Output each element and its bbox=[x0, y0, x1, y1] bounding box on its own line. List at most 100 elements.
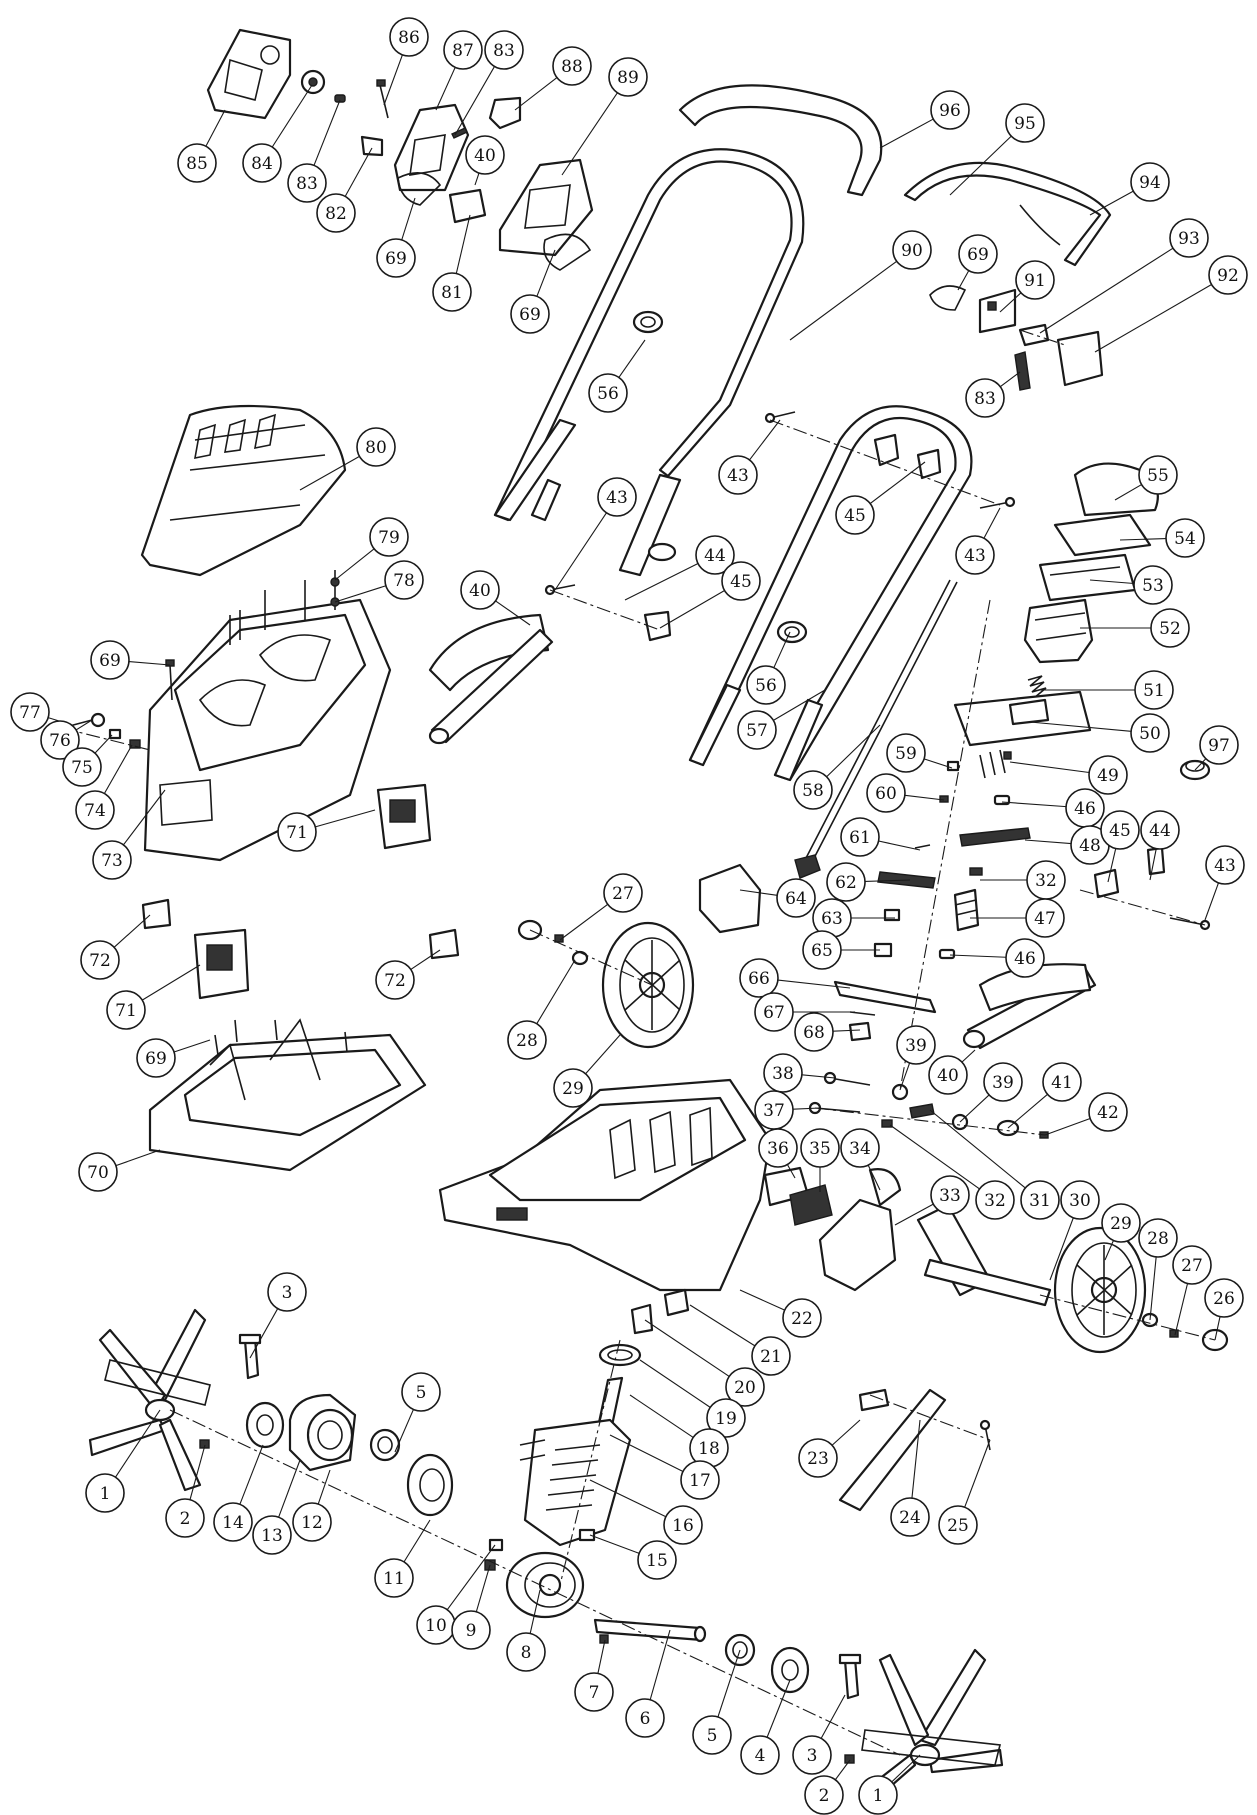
key-7 bbox=[599, 1634, 609, 1644]
callout-40: 40 bbox=[465, 135, 505, 186]
callout-leader bbox=[1049, 1217, 1074, 1281]
callout-number: 76 bbox=[49, 731, 71, 751]
callout-45: 45 bbox=[835, 461, 926, 535]
handle-bracket-40a bbox=[428, 613, 554, 745]
callout-number: 55 bbox=[1147, 466, 1169, 486]
callout-bubble bbox=[835, 495, 875, 535]
callout-leader bbox=[554, 512, 607, 591]
callout-number: 13 bbox=[261, 1526, 283, 1546]
callout-number: 78 bbox=[393, 571, 415, 591]
callout-bubble bbox=[1169, 218, 1209, 258]
callout-number: 58 bbox=[802, 781, 824, 801]
callout-bubble bbox=[1208, 255, 1248, 295]
callout-number: 20 bbox=[734, 1378, 756, 1398]
callout-leader bbox=[1001, 801, 1067, 808]
callout-89: 89 bbox=[561, 57, 648, 176]
callout-bubble bbox=[401, 1372, 441, 1412]
callout-bubble bbox=[553, 1068, 593, 1108]
callout-leader bbox=[475, 1564, 491, 1612]
callout-24: 24 bbox=[890, 1419, 930, 1537]
callout-number: 5 bbox=[707, 1726, 718, 1746]
callout-leader bbox=[334, 585, 387, 603]
callout-leader bbox=[867, 1164, 881, 1191]
callout-number: 46 bbox=[1074, 799, 1096, 819]
callout-42: 42 bbox=[1044, 1092, 1128, 1136]
callout-35: 35 bbox=[800, 1128, 840, 1192]
callout-28: 28 bbox=[1138, 1218, 1178, 1321]
switch-cover-85 bbox=[206, 28, 292, 120]
upper-handle-tube-right bbox=[618, 473, 682, 577]
callout-43: 43 bbox=[955, 507, 1001, 575]
callout-leader bbox=[832, 1029, 861, 1032]
callout-number: 27 bbox=[612, 884, 634, 904]
callout-leader bbox=[644, 1319, 730, 1377]
cap-40 bbox=[448, 188, 487, 224]
callout-leader bbox=[141, 964, 201, 1001]
washer-28a bbox=[571, 950, 589, 966]
callout-leader bbox=[514, 77, 558, 111]
nut-63 bbox=[883, 908, 901, 922]
callout-56: 56 bbox=[746, 631, 791, 705]
callout-bubble bbox=[1015, 260, 1055, 300]
callout-32: 32 bbox=[980, 860, 1066, 900]
callout-2: 2 bbox=[804, 1759, 851, 1815]
callout-bubble bbox=[80, 940, 120, 980]
bearing-housing-12 bbox=[306, 1408, 354, 1462]
callout-leader bbox=[894, 1203, 934, 1226]
callout-number: 69 bbox=[99, 651, 121, 671]
callout-40: 40 bbox=[460, 570, 531, 626]
seal-19 bbox=[598, 1343, 642, 1367]
cover-69a bbox=[397, 172, 442, 206]
callout-bubble bbox=[292, 1502, 332, 1542]
main-frame-22 bbox=[438, 1078, 772, 1292]
callout-number: 92 bbox=[1217, 266, 1239, 286]
callout-9: 9 bbox=[451, 1564, 491, 1650]
callout-leader bbox=[899, 1062, 911, 1091]
callout-29: 29 bbox=[1101, 1203, 1141, 1261]
callout-bubble bbox=[10, 692, 50, 732]
bolt-68 bbox=[848, 1021, 872, 1042]
callout-71: 71 bbox=[106, 964, 201, 1030]
callout-25: 25 bbox=[938, 1439, 991, 1545]
callout-number: 42 bbox=[1097, 1103, 1119, 1123]
callout-92: 92 bbox=[1094, 255, 1248, 353]
callout-leader bbox=[1024, 839, 1072, 845]
lower-handle-tube-57 bbox=[688, 683, 824, 782]
callout-number: 36 bbox=[767, 1139, 789, 1159]
lever-66 bbox=[833, 980, 937, 1014]
callout-leader bbox=[1089, 190, 1134, 216]
callout-number: 5 bbox=[416, 1383, 427, 1403]
knob-45a bbox=[873, 433, 900, 467]
handle-bracket-40b bbox=[962, 963, 1097, 1050]
callout-bubble bbox=[737, 710, 777, 750]
callout-number: 38 bbox=[772, 1064, 794, 1084]
callout-leader bbox=[911, 1419, 921, 1499]
callout-bubble bbox=[369, 517, 409, 557]
callout-bubble bbox=[389, 17, 429, 57]
callout-number: 6 bbox=[640, 1709, 651, 1729]
callout-number: 51 bbox=[1143, 681, 1165, 701]
callout-bubble bbox=[975, 1180, 1015, 1220]
callout-bubble bbox=[85, 1473, 125, 1513]
callout-number: 14 bbox=[222, 1513, 244, 1533]
cover-34 bbox=[868, 1168, 902, 1207]
upper-handle-90 bbox=[493, 148, 805, 522]
callout-bubble bbox=[1005, 103, 1045, 143]
screws-69e bbox=[214, 1019, 348, 1056]
callout-3: 3 bbox=[792, 1694, 846, 1775]
callout-leader bbox=[891, 1754, 921, 1783]
callout-leader bbox=[929, 1109, 1026, 1189]
callout-leader bbox=[889, 1124, 980, 1190]
callout-bubble bbox=[90, 640, 130, 680]
callout-number: 1 bbox=[100, 1484, 111, 1504]
callout-bubble bbox=[866, 773, 906, 813]
switch-box-91 bbox=[978, 288, 1017, 334]
callout-71: 71 bbox=[277, 809, 376, 852]
nut-39a bbox=[891, 1083, 909, 1101]
callout-number: 35 bbox=[809, 1139, 831, 1159]
callout-number: 56 bbox=[597, 384, 619, 404]
callout-number: 97 bbox=[1208, 736, 1230, 756]
callout-76: 76 bbox=[40, 719, 93, 760]
callout-69: 69 bbox=[376, 197, 416, 278]
battery-contact-71a bbox=[376, 783, 432, 850]
